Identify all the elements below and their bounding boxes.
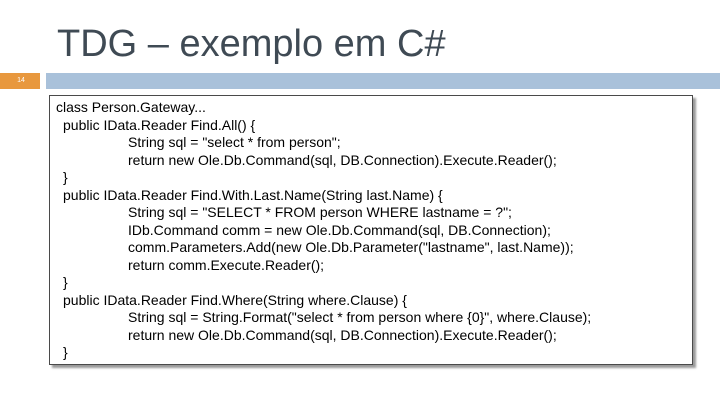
slide-number-bar xyxy=(0,73,40,89)
code-line: } xyxy=(63,274,68,290)
code-line: comm.Parameters.Add(new Ole.Db.Parameter… xyxy=(128,239,574,255)
code-line: } xyxy=(63,169,68,185)
code-line: return new Ole.Db.Command(sql, DB.Connec… xyxy=(128,152,557,168)
code-line: } xyxy=(63,344,68,360)
code-line: class Person.Gateway... xyxy=(56,99,206,115)
code-line: String sql = "SELECT * FROM person WHERE… xyxy=(128,204,512,220)
code-line: public IData.Reader Find.With.Last.Name(… xyxy=(63,187,443,203)
code-line: public IData.Reader Find.All() { xyxy=(63,117,256,133)
code-line: return comm.Execute.Reader(); xyxy=(128,257,325,273)
slide-number: 14 xyxy=(17,77,25,84)
code-line: return new Ole.Db.Command(sql, DB.Connec… xyxy=(128,327,557,343)
code-line: IDb.Command comm = new Ole.Db.Command(sq… xyxy=(128,222,551,238)
slide-title: TDG – exemplo em C# xyxy=(57,23,446,65)
code-line: String sql = String.Format("select * fro… xyxy=(128,309,592,325)
code-line: String sql = "select * from person"; xyxy=(128,134,341,150)
code-line: public IData.Reader Find.Where(String wh… xyxy=(63,292,407,308)
code-box: class Person.Gateway... public IData.Rea… xyxy=(49,95,693,365)
title-divider-bar xyxy=(46,73,720,89)
